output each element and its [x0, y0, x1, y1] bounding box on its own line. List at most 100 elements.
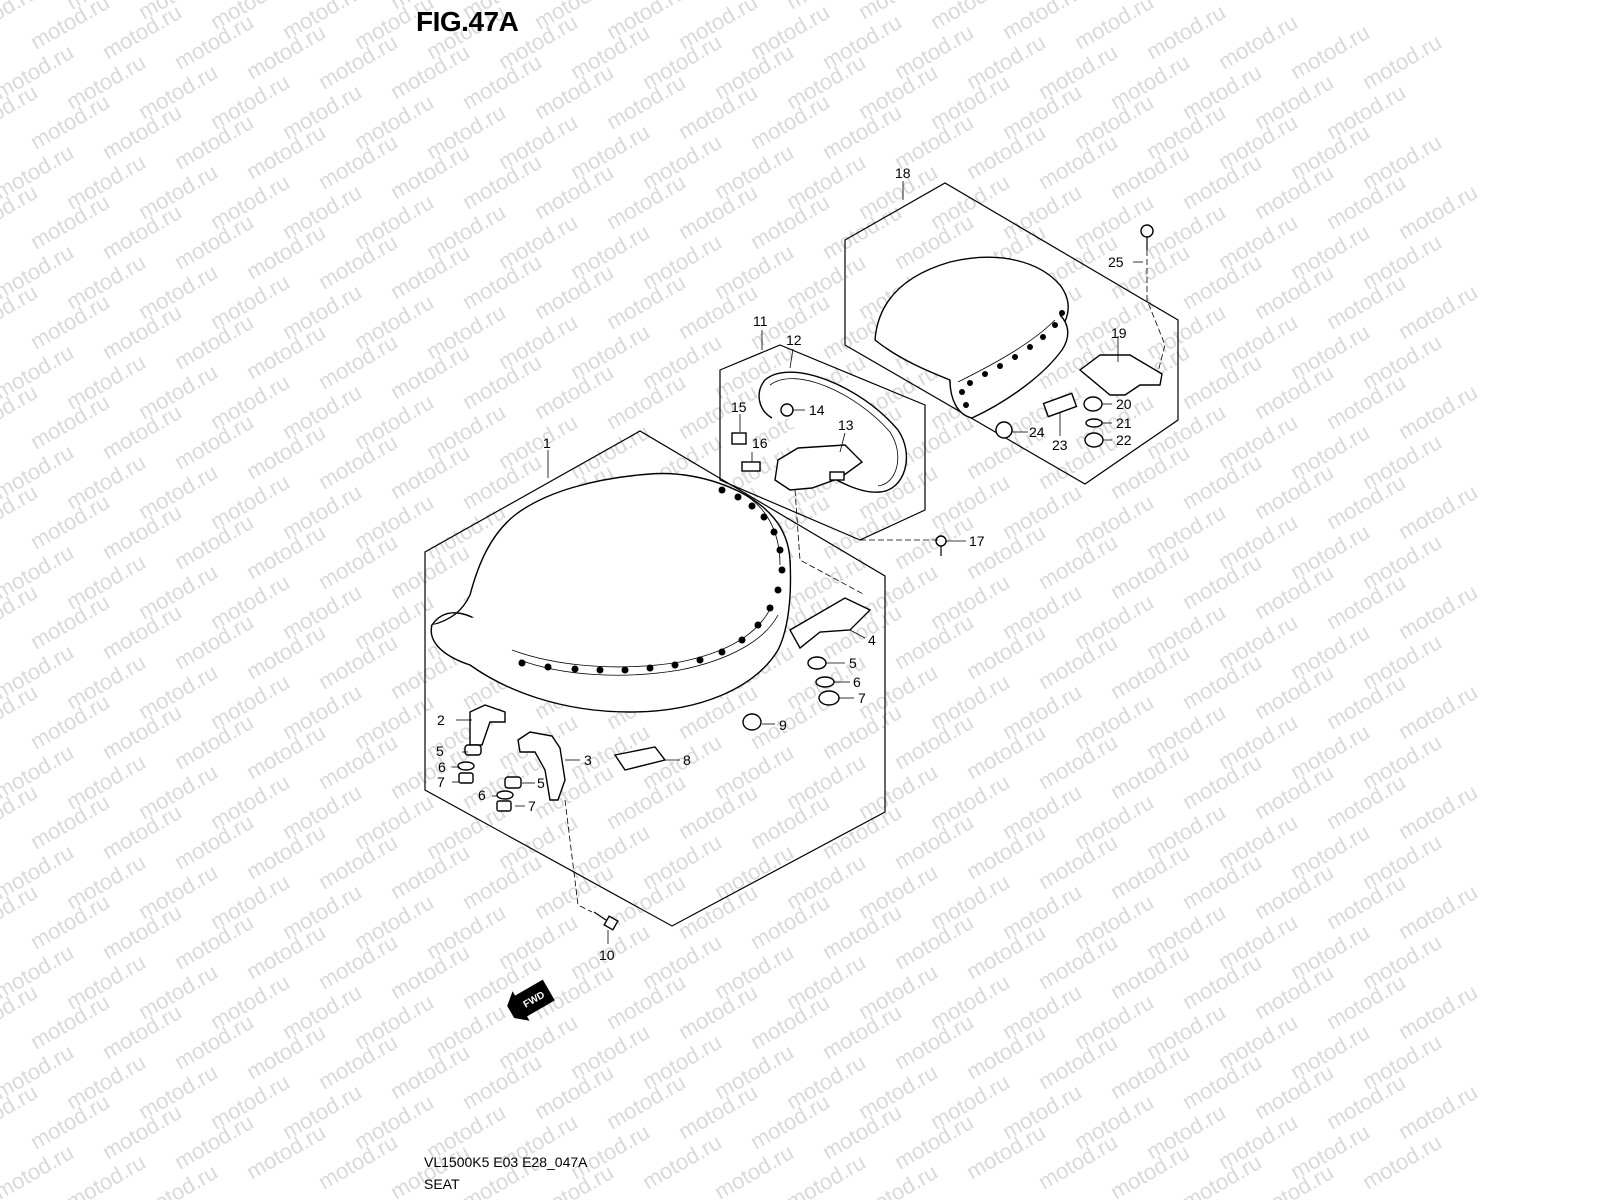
- callout-10: 10: [599, 947, 615, 963]
- seat-stud: [646, 664, 654, 672]
- washer-6-right: [815, 676, 835, 688]
- seat-stud: [967, 380, 973, 386]
- washer-6-left: [457, 761, 475, 771]
- bolt-25: [1140, 224, 1154, 250]
- seat-stud: [734, 493, 742, 501]
- nut-7-left: [458, 772, 474, 784]
- callout-6-right: 6: [853, 674, 861, 690]
- callout-5-mid: 5: [537, 775, 545, 791]
- callout-24: 24: [1029, 424, 1045, 440]
- callout-25: 25: [1108, 254, 1124, 270]
- pillion-seat-group-frame: [844, 182, 1179, 485]
- callout-17: 17: [969, 533, 985, 549]
- callout-22: 22: [1116, 432, 1132, 448]
- callout-5-left: 5: [436, 743, 444, 759]
- front-seat-group-frame: [424, 430, 886, 927]
- seat-stud: [518, 659, 526, 667]
- callout-7-right: 7: [858, 690, 866, 706]
- seat-stud: [982, 371, 988, 377]
- seat-stud: [760, 513, 768, 521]
- bracket-19: [1078, 354, 1163, 396]
- grab-rail-group-frame: [719, 344, 926, 541]
- seat-stud: [1052, 322, 1058, 328]
- callout-7-mid: 7: [528, 798, 536, 814]
- seat-stud: [718, 486, 726, 494]
- seat-stud: [963, 402, 969, 408]
- seat-stud: [766, 604, 774, 612]
- seat-stud: [621, 666, 629, 674]
- seat-stud: [671, 661, 679, 669]
- callout-21: 21: [1116, 415, 1132, 431]
- seat-stud: [997, 363, 1003, 369]
- seat-stud: [959, 389, 965, 395]
- seat-stud: [774, 586, 782, 594]
- cushion-5-right: [807, 656, 827, 670]
- callout-20: 20: [1116, 396, 1132, 412]
- callout-7-left: 7: [437, 774, 445, 790]
- callout-6-mid: 6: [478, 787, 486, 803]
- callout-23: 23: [1052, 437, 1068, 453]
- callout-9: 9: [779, 717, 787, 733]
- callout-1: 1: [543, 435, 551, 451]
- pad-16: [741, 461, 761, 472]
- pillion-seat-drawing: [874, 256, 1069, 419]
- callout-5-right: 5: [849, 655, 857, 671]
- washer-6-mid: [496, 790, 514, 800]
- nut-14: [780, 403, 794, 417]
- front-left-bracket: [469, 704, 506, 746]
- diagram-code: VL1500K5 E03 E28_047A: [424, 1154, 588, 1170]
- front-right-bracket: [517, 731, 566, 801]
- seat-stud: [1027, 344, 1033, 350]
- callout-18: 18: [895, 165, 911, 181]
- callout-3: 3: [584, 752, 592, 768]
- callout-4: 4: [868, 632, 876, 648]
- figure-title: FIG.47A: [416, 6, 519, 37]
- nut-9: [742, 713, 762, 731]
- seat-stud: [776, 546, 784, 554]
- grab-rail-drawing: [758, 371, 908, 493]
- front-seat-drawing: [430, 472, 792, 713]
- callout-6-left: 6: [438, 759, 446, 775]
- seat-stud: [571, 665, 579, 673]
- callout-13: 13: [838, 417, 854, 433]
- rail-clip: [829, 471, 845, 481]
- section-name: SEAT: [424, 1176, 460, 1192]
- seat-stud: [1012, 354, 1018, 360]
- bolt-10: [593, 911, 619, 931]
- seat-stud: [754, 621, 762, 629]
- seat-stud: [770, 528, 778, 536]
- washer-21: [1085, 418, 1103, 428]
- seat-stud: [778, 566, 786, 574]
- seat-stud: [696, 656, 704, 664]
- cushion-15: [731, 432, 747, 445]
- seat-stud: [544, 663, 552, 671]
- callout-14: 14: [809, 402, 825, 418]
- callout-leaders: [452, 181, 1143, 944]
- rubber-23: [1042, 392, 1078, 418]
- seat-stud: [596, 666, 604, 674]
- callout-12: 12: [786, 332, 802, 348]
- callout-19: 19: [1111, 325, 1127, 341]
- callout-labels: 1 2 3 4 5 5 5 6 6 6 7 7 7 8 9 10 11 12 1…: [436, 165, 1132, 963]
- nut-22: [1084, 432, 1104, 448]
- callout-11: 11: [753, 313, 768, 329]
- seat-stud: [1040, 334, 1046, 340]
- nut-24: [995, 421, 1013, 439]
- seat-stud: [1059, 310, 1065, 316]
- callout-8: 8: [683, 752, 691, 768]
- callout-2: 2: [437, 712, 445, 728]
- nut-7-right: [818, 690, 840, 706]
- rail-to-bracket-leader: [794, 489, 866, 596]
- seat-stud: [748, 502, 756, 510]
- bolt-25-leader: [1146, 250, 1166, 373]
- nut-7-mid: [496, 800, 512, 812]
- seat-stud: [718, 648, 726, 656]
- cushion-5-left: [464, 744, 482, 756]
- cushion-20: [1083, 396, 1103, 412]
- forward-direction-arrow-icon: FWD: [507, 979, 555, 1021]
- callout-16: 16: [752, 435, 768, 451]
- cushion-5-mid: [504, 776, 522, 789]
- seat-stud: [738, 636, 746, 644]
